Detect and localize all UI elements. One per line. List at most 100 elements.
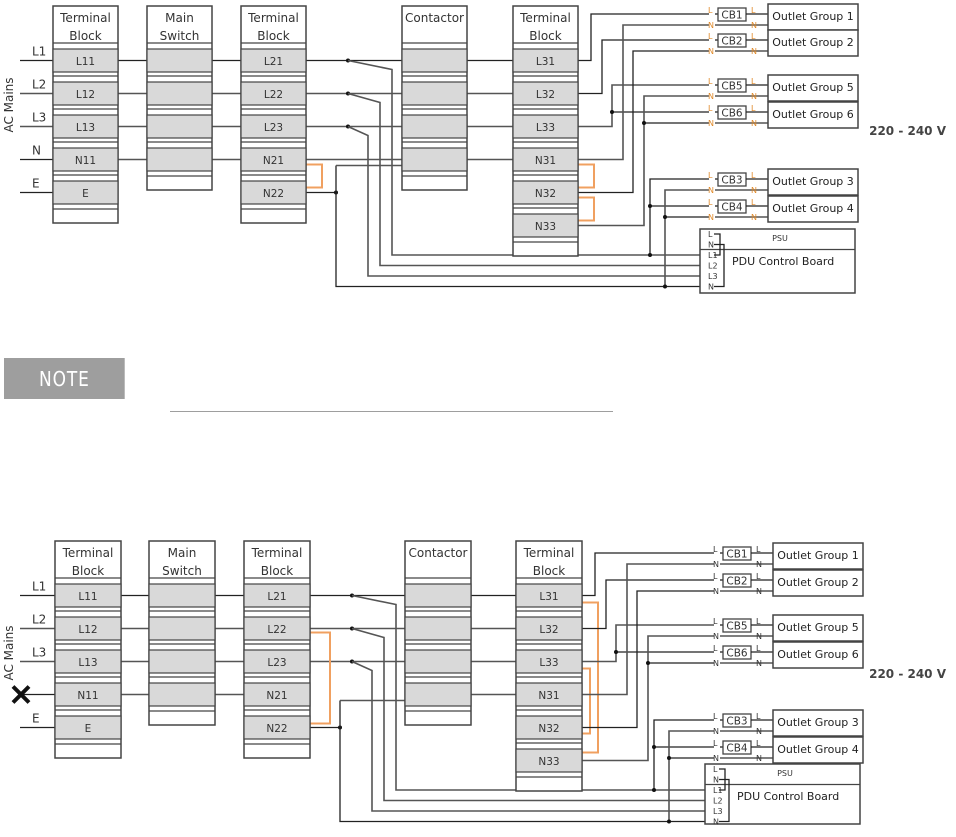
- terminal-slot: [515, 748, 583, 773]
- terminal-slot: [243, 649, 311, 674]
- column-title: Main: [168, 546, 197, 560]
- l-pin-label: L: [751, 104, 756, 113]
- outlet-group-box: [772, 569, 864, 597]
- terminal-label: E: [85, 723, 92, 735]
- terminal-label: N11: [77, 690, 98, 702]
- column-title: Contactor: [405, 11, 464, 25]
- wire-n33-og5: [582, 635, 714, 762]
- control-board-label: PDU Control Board: [737, 790, 839, 803]
- l-pin-label: L: [756, 712, 761, 721]
- terminal-label: N21: [263, 155, 284, 167]
- terminal-slot: [52, 180, 119, 205]
- jumper-n31-n32: [578, 163, 595, 189]
- terminal-label: N22: [263, 188, 284, 200]
- control-pin-label: N: [708, 283, 714, 292]
- terminal-label: L21: [264, 56, 283, 68]
- n-pin-label: N: [756, 587, 762, 596]
- column-title: Terminal: [523, 546, 575, 560]
- terminal-label: N11: [75, 155, 96, 167]
- voltage-label: 220 - 240 V: [869, 667, 947, 681]
- junction-dot: [648, 253, 652, 257]
- column-title: Block: [533, 564, 566, 578]
- input-label-l1: L1: [32, 45, 46, 59]
- outlet-group-box: [772, 709, 864, 737]
- terminal-label: L31: [539, 591, 558, 603]
- column-title: Switch: [162, 564, 202, 578]
- breaker-label: CB1: [726, 549, 747, 561]
- junction-dot: [648, 204, 652, 208]
- column-title: Block: [257, 29, 290, 43]
- wire-feed-to-control-board: [347, 125, 700, 277]
- outlet-group-box: [772, 542, 864, 570]
- control-pin-label: L2: [708, 262, 718, 271]
- terminal-label: L21: [267, 591, 286, 603]
- l-pin-label: L: [713, 712, 718, 721]
- note-badge: NOTE: [4, 358, 125, 399]
- input-label-l2: L2: [32, 613, 46, 627]
- outlet-group-label: Outlet Group 3: [777, 716, 859, 729]
- terminal-slot: [512, 180, 579, 205]
- n-pin-label: N: [708, 186, 714, 195]
- n-pin-label: N: [713, 587, 719, 596]
- terminal-slot: [512, 114, 579, 139]
- outlet-group-label: Outlet Group 5: [777, 621, 859, 634]
- n-pin-label: N: [756, 560, 762, 569]
- column-title: Block: [529, 29, 562, 43]
- junction-dot: [667, 756, 671, 760]
- wire-neutral-to-control-board: [339, 700, 705, 823]
- terminal-slot: [146, 48, 213, 73]
- terminal-label: L23: [264, 122, 283, 134]
- terminal-slot: [515, 715, 583, 740]
- column-title: Block: [72, 564, 105, 578]
- l-pin-label: L: [708, 77, 713, 86]
- jumper-l22-n22: [310, 631, 331, 725]
- junction-dot: [667, 819, 671, 824]
- ac-mains-label: AC Mains: [2, 77, 16, 132]
- l-pin-label: L: [751, 171, 756, 180]
- wire-l33-cb5: [578, 84, 709, 128]
- l-pin-label: L: [751, 6, 756, 15]
- control-board-box: [699, 228, 856, 294]
- terminal-slot: [240, 48, 307, 73]
- terminal-slot: [148, 583, 216, 608]
- terminal-slot: [512, 81, 579, 106]
- terminal-slot: [146, 81, 213, 106]
- control-pin-label: L1: [708, 251, 718, 260]
- wire-feed-to-control-board: [351, 660, 705, 812]
- outlet-group-label: Outlet Group 1: [772, 10, 854, 23]
- jumper-n32-n33: [578, 196, 595, 222]
- terminal-slot: [54, 682, 122, 707]
- psu-label: PSU: [777, 769, 793, 778]
- breaker-label: CB5: [726, 621, 747, 633]
- terminal-label: N31: [535, 155, 556, 167]
- column-title: Terminal: [62, 546, 114, 560]
- n-pin-label: N: [713, 727, 719, 736]
- l-pin-label: L: [751, 32, 756, 41]
- terminal-slot: [52, 81, 119, 106]
- wiring-diagram-after: TerminalBlockL11L12L13N11EMainSwitchTerm…: [2, 540, 947, 827]
- column-title: Block: [261, 564, 294, 578]
- outlet-group-label: Outlet Group 5: [772, 81, 854, 94]
- wire-l31-cb1: [578, 13, 709, 62]
- terminal-slot: [243, 682, 311, 707]
- wire-l33-cb5: [582, 624, 714, 663]
- terminal-label: N33: [535, 221, 556, 233]
- outlet-group-box: [767, 101, 859, 129]
- terminal-label: N31: [538, 690, 559, 702]
- wire-n31-og1: [578, 24, 709, 161]
- l-pin-label: L: [708, 198, 713, 207]
- control-pin-label: N: [708, 241, 714, 250]
- terminal-slot: [240, 81, 307, 106]
- breaker-label: CB4: [721, 202, 743, 214]
- wire-n32-og2: [582, 590, 714, 729]
- n-pin-label: N: [751, 92, 757, 101]
- outlet-group-box: [767, 195, 859, 223]
- terminal-slot: [515, 649, 583, 674]
- l-pin-label: L: [713, 545, 718, 554]
- terminal-slot: [148, 616, 216, 641]
- outlet-group-box: [767, 168, 859, 196]
- control-pin-label: L: [708, 230, 713, 239]
- terminal-slot: [54, 616, 122, 641]
- breaker-label: CB5: [721, 81, 742, 93]
- n-pin-label: N: [756, 632, 762, 641]
